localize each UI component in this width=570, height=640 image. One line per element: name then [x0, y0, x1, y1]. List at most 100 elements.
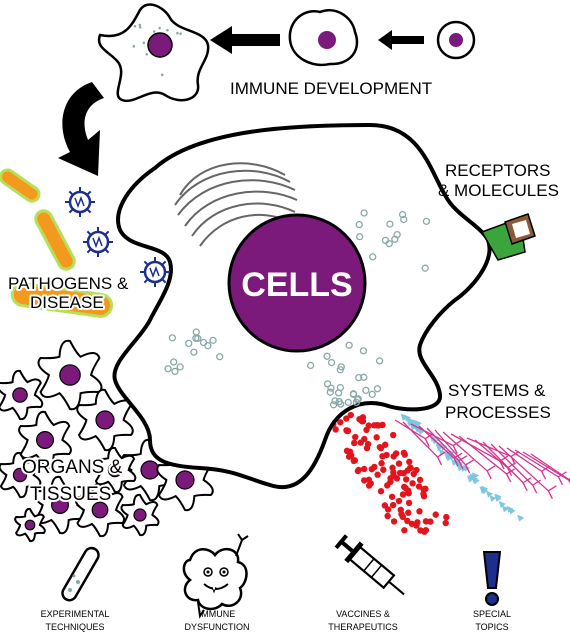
- granule-dot: [142, 41, 146, 45]
- receptors-label-line1: RECEPTORS: [445, 161, 551, 180]
- branch-line: [490, 443, 542, 494]
- tissue-cell: [0, 451, 42, 499]
- red-dot: [442, 519, 449, 527]
- vesicle: [306, 361, 315, 370]
- vesicle: [170, 358, 178, 366]
- tissue-cell-cluster: [0, 339, 214, 543]
- pathogens-group: PATHOGENS & DISEASE: [0, 168, 170, 318]
- red-dot: [345, 453, 353, 460]
- red-dot: [364, 440, 372, 448]
- red-dot: [401, 451, 408, 458]
- bacteria-rod: [10, 282, 114, 318]
- cyan-triangle: [498, 500, 506, 508]
- receptors-label-line2: & MOLECULES: [438, 181, 559, 200]
- bottom-label-special-2: TOPICS: [475, 622, 508, 632]
- red-dot: [380, 466, 387, 473]
- branch-line: [514, 449, 567, 486]
- cyan-triangle: [517, 514, 525, 522]
- granule-dot: [133, 24, 137, 28]
- red-dot: [409, 480, 416, 487]
- vesicle: [334, 389, 343, 397]
- red-dot: [422, 485, 429, 493]
- vesicle: [209, 336, 217, 345]
- vesicle: [349, 390, 358, 399]
- vesicle: [176, 363, 184, 371]
- vesicle: [164, 365, 172, 373]
- red-dot: [389, 431, 397, 439]
- red-dot: [389, 501, 397, 509]
- red-dot: [413, 466, 420, 474]
- cyan-triangle: [508, 507, 516, 515]
- vesicle: [337, 363, 345, 371]
- red-dot: [359, 414, 367, 421]
- tissue-cell: [120, 493, 160, 537]
- red-dot: [352, 433, 359, 441]
- granule-dot: [166, 28, 169, 32]
- vesicle: [360, 209, 368, 217]
- vesicle: [185, 339, 193, 348]
- bottom-label-experimental-2: TECHNIQUES: [45, 622, 104, 632]
- vesicle: [352, 398, 361, 407]
- red-dot: [337, 419, 344, 426]
- vesicle: [168, 334, 176, 342]
- granule-dot: [138, 23, 142, 27]
- branch-line: [482, 441, 532, 492]
- virus-icon: [65, 187, 95, 217]
- red-dot: [416, 508, 423, 515]
- tissue-cell: [0, 369, 44, 421]
- monster-cell-icon: [182, 533, 249, 619]
- branch-line: [402, 421, 446, 466]
- cyan-triangle: [486, 490, 494, 498]
- vesicle: [331, 397, 339, 405]
- red-dot: [416, 476, 424, 484]
- tissue-cell: [18, 410, 72, 470]
- granule-dot: [145, 52, 149, 56]
- cyan-triangle: [489, 495, 497, 503]
- vesicle: [373, 385, 382, 393]
- red-dot: [396, 469, 404, 477]
- red-dot: [351, 457, 359, 464]
- organs-label-line2: TISSUES: [30, 484, 111, 505]
- granule-dot: [176, 31, 179, 35]
- granule-dot: [160, 73, 164, 77]
- vesicle: [345, 341, 353, 349]
- branch-line: [426, 427, 468, 470]
- vesicle: [355, 373, 363, 382]
- red-dot: [377, 444, 385, 452]
- red-dot: [382, 441, 389, 448]
- red-dot: [403, 476, 410, 483]
- vesicle: [360, 373, 368, 381]
- vesicle: [391, 235, 399, 243]
- red-dot: [375, 422, 382, 429]
- red-dot: [383, 451, 390, 459]
- systems-label-line2: PROCESSES: [445, 403, 551, 422]
- tissue-cell: [93, 446, 137, 494]
- center-label: CELLS: [241, 266, 352, 304]
- branch-line: [434, 429, 474, 474]
- vesicle: [326, 388, 334, 396]
- cyan-triangle: [494, 493, 502, 501]
- red-dot: [371, 463, 378, 471]
- branch-line: [418, 425, 463, 467]
- vesicle: [368, 390, 376, 399]
- red-dot: [401, 527, 408, 534]
- red-dot: [360, 465, 368, 473]
- red-dot: [384, 482, 391, 489]
- red-dot: [395, 460, 403, 467]
- red-dot: [405, 487, 412, 494]
- red-dot-particles: [330, 411, 450, 535]
- red-dot: [390, 518, 398, 525]
- bacteria-rod: [0, 168, 41, 203]
- bottom-label-experimental-1: EXPERIMENTAL: [41, 609, 110, 619]
- vesicle: [327, 384, 335, 392]
- red-dot: [395, 497, 403, 505]
- granule-dot: [158, 26, 161, 30]
- red-dot: [415, 483, 423, 490]
- red-dot: [387, 475, 394, 482]
- immune-development-label: IMMUNE DEVELOPMENT: [230, 79, 432, 98]
- vesicle: [421, 264, 429, 272]
- vesicle: [171, 367, 179, 376]
- tissue-cell: [14, 507, 46, 543]
- bottom-label-dysfunction-2: DYSFUNCTION: [185, 622, 250, 632]
